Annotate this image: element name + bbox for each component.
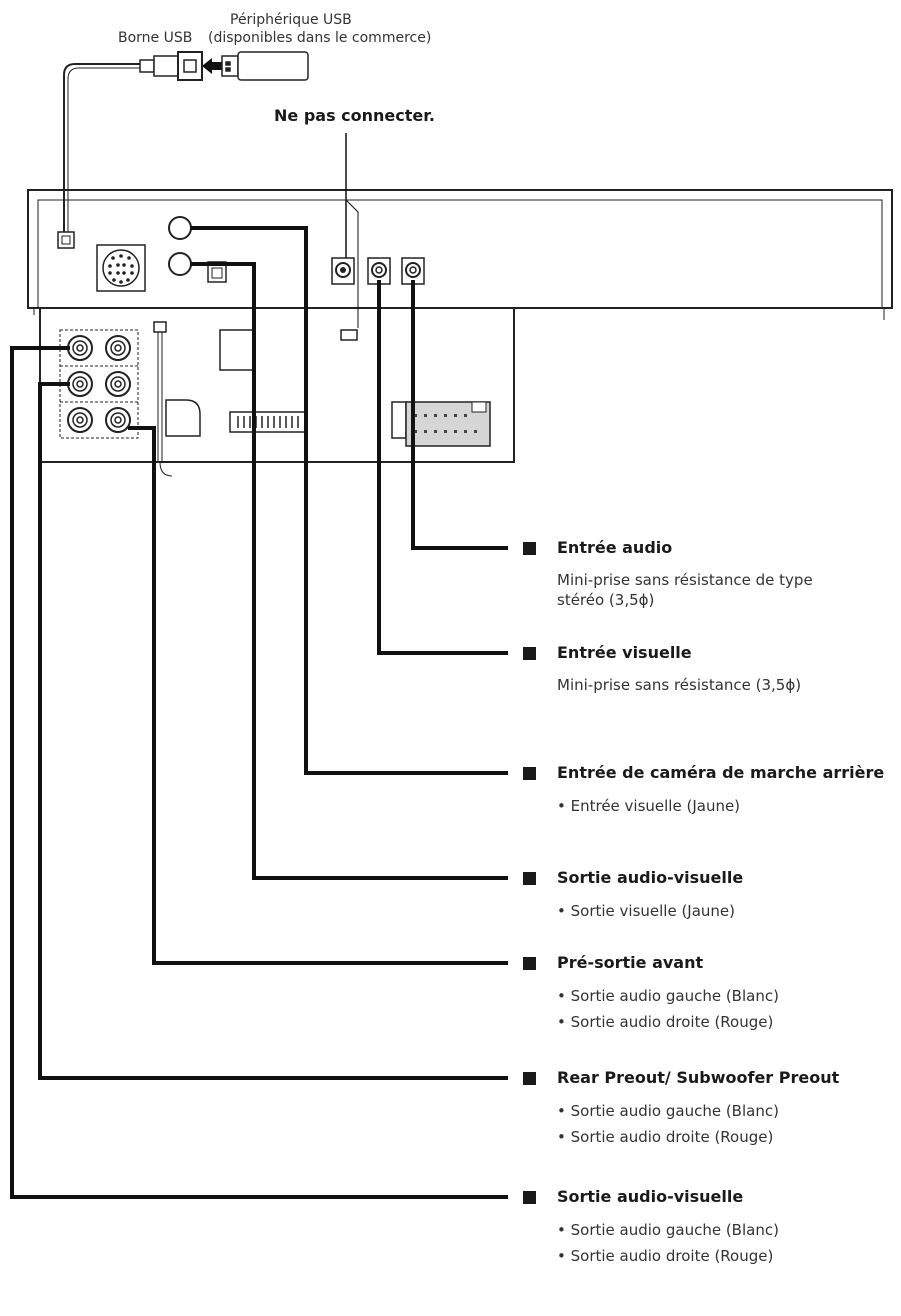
arrow-left-icon — [202, 58, 225, 74]
conn-title-visual-in: Entrée visuelle — [557, 643, 692, 662]
conn-detail: • Sortie visuelle (Jaune) — [557, 902, 736, 920]
bullet-square-icon — [523, 647, 536, 660]
conn-detail: • Entrée visuelle (Jaune) — [557, 797, 741, 815]
conn-detail: • Sortie audio droite (Rouge) — [557, 1013, 774, 1031]
av-out-jack — [168, 252, 192, 276]
leader-lines — [10, 226, 508, 1199]
bullet-square-icon — [523, 767, 536, 780]
usb-device — [221, 51, 309, 81]
usb-port — [57, 231, 75, 249]
usb-cable — [63, 51, 203, 240]
conn-detail: • Sortie audio droite (Rouge) — [557, 1247, 774, 1265]
usb-device-label: Périphérique USB — [230, 12, 352, 28]
mini-jack-audio — [401, 257, 425, 285]
conn-title-av-out-2: Sortie audio-visuelle — [557, 1187, 744, 1206]
usb-device-note: (disponibles dans le commerce) — [208, 30, 432, 46]
mini-jack-visual — [367, 257, 391, 285]
conn-detail: Mini-prise sans résistance (3,5ϕ) — [557, 676, 802, 694]
conn-detail: Mini-prise sans résistance de type — [557, 571, 813, 589]
bullet-square-icon — [523, 542, 536, 555]
conn-detail: stéréo (3,5ϕ) — [557, 591, 655, 609]
conn-title-audio-in: Entrée audio — [557, 538, 673, 557]
conn-title-rear-preout: Rear Preout/ Subwoofer Preout — [557, 1068, 840, 1087]
bullet-square-icon — [523, 957, 536, 970]
conn-detail: • Sortie audio droite (Rouge) — [557, 1128, 774, 1146]
bullet-square-icon — [523, 872, 536, 885]
conn-title-camera-in: Entrée de caméra de marche arrière — [557, 763, 885, 782]
usb-terminal-label: Borne USB — [118, 30, 193, 46]
conn-detail: • Sortie audio gauche (Blanc) — [557, 987, 779, 1005]
bullet-square-icon — [523, 1191, 536, 1204]
din-connector — [96, 244, 146, 292]
no-connect-label: Ne pas connecter. — [274, 106, 435, 125]
conn-detail: • Sortie audio gauche (Blanc) — [557, 1221, 779, 1239]
conn-detail: • Sortie audio gauche (Blanc) — [557, 1102, 779, 1120]
conn-title-front-preout: Pré-sortie avant — [557, 953, 704, 972]
mini-jack-no-connect — [331, 257, 355, 285]
camera-jack — [168, 216, 192, 240]
conn-title-av-out: Sortie audio-visuelle — [557, 868, 744, 887]
power-connector — [391, 401, 491, 447]
rca-panel — [59, 329, 139, 439]
bullet-square-icon — [523, 1072, 536, 1085]
